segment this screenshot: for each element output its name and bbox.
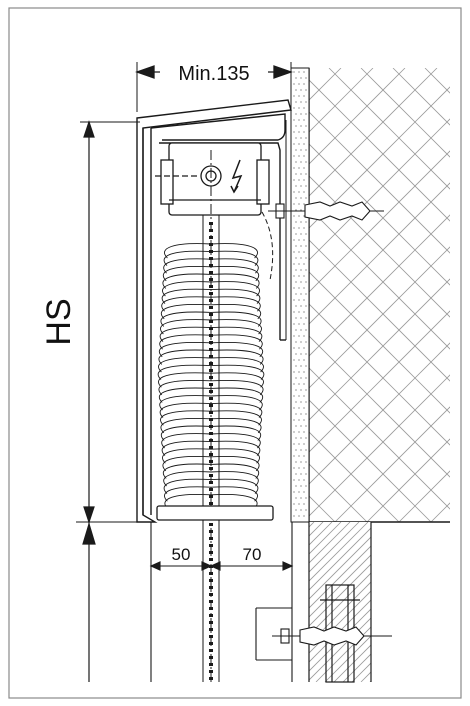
wall-anchor-bottom	[272, 626, 392, 646]
dimension-top	[135, 62, 293, 112]
dimension-bottom	[149, 561, 294, 571]
wall-anchor-top	[268, 201, 384, 221]
insulation-layer	[290, 67, 310, 523]
outer-frame	[8, 7, 462, 699]
power-symbol-icon	[230, 159, 243, 194]
guide-rail	[150, 522, 293, 682]
dim-50: 50	[172, 545, 191, 564]
lintel-section	[308, 522, 372, 682]
bottom-bar	[156, 505, 274, 521]
dim-hs: HS	[40, 298, 78, 345]
motor-head	[155, 142, 270, 216]
rolled-slats	[157, 243, 265, 508]
dim-70: 70	[243, 545, 262, 564]
dimension-height	[76, 120, 140, 682]
masonry-wall	[308, 68, 450, 523]
swing-arc	[261, 211, 274, 281]
dim-min-135: Min.135	[178, 63, 249, 85]
